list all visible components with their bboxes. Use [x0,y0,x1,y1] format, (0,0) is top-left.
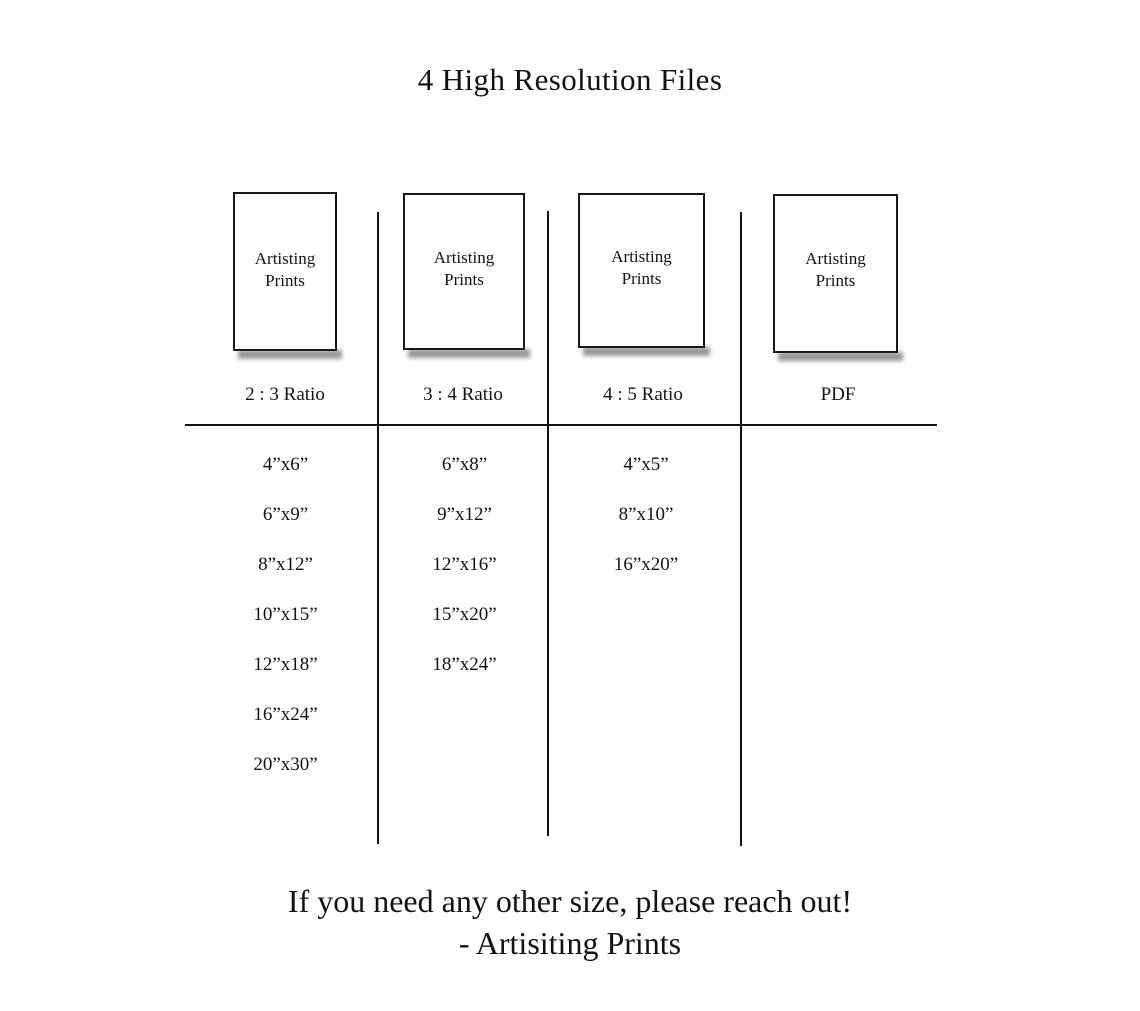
size-list-item: 20”x30” [253,754,318,775]
card-brand-line-1: Artisting [611,247,672,266]
card-brand-line-1: Artisting [805,249,866,268]
card-brand-label: Artisting Prints [775,248,896,293]
size-list-ratio-4-5: 4”x5” 8”x10” 16”x20” [556,440,736,590]
page-title: 4 High Resolution Files [417,62,723,97]
footer-line-1: If you need any other size, please reach… [287,883,853,919]
card-brand-line-2: Prints [815,271,856,291]
card-shadow-ratio-3-4 [408,349,530,358]
column-divider-3 [740,212,742,846]
size-list-item: 12”x16” [432,554,497,575]
size-list-item: 8”x12” [258,554,313,575]
size-list-item: 4”x5” [623,454,669,475]
card-brand-label: Artisting Prints [235,248,335,293]
column-header-ratio-2-3: 2 : 3 Ratio [245,384,325,405]
size-list-item: 18”x24” [432,654,497,675]
card-shadow-pdf [778,352,903,361]
size-list-item: 10”x15” [253,604,318,625]
column-divider-1 [377,212,379,844]
card-brand-line-2: Prints [444,270,484,290]
size-list-item: 9”x12” [437,504,492,525]
size-list-item: 15”x20” [432,604,497,625]
column-divider-2 [547,211,549,836]
size-list-item: 16”x24” [253,704,318,725]
card-brand-line-1: Artisting [254,249,316,268]
card-shadow-ratio-2-3 [238,350,342,359]
column-header-pdf: PDF [820,384,856,405]
preview-card-ratio-2-3[interactable]: Artisting Prints [233,192,337,351]
header-divider-horizontal [185,424,937,426]
card-brand-line-2: Prints [621,269,662,289]
size-list-item: 12”x18” [253,654,318,675]
size-list-item: 8”x10” [618,504,674,525]
preview-card-pdf[interactable]: Artisting Prints [773,194,898,353]
size-list-ratio-2-3: 4”x6” 6”x9” 8”x12” 10”x15” 12”x18” 16”x24” 20”… [198,440,373,790]
card-brand-line-1: Artisting [433,248,495,267]
size-list-item: 6”x8” [441,454,488,475]
card-shadow-ratio-4-5 [583,347,710,356]
size-list-item: 6”x9” [262,504,309,525]
size-list-ratio-3-4: 6”x8” 9”x12” 12”x16” 15”x20” 18”x24” [382,440,547,690]
footer-signature: - Artisiting Prints [458,925,682,961]
card-brand-label: Artisting Prints [405,247,523,292]
size-list-item: 4”x6” [262,454,309,475]
preview-card-ratio-4-5[interactable]: Artisting Prints [578,193,705,348]
column-header-ratio-4-5: 4 : 5 Ratio [603,384,683,405]
card-brand-label: Artisting Prints [580,246,703,291]
size-list-item: 16”x20” [613,554,679,575]
card-brand-line-2: Prints [265,271,305,291]
preview-card-ratio-3-4[interactable]: Artisting Prints [403,193,525,350]
footer-note: If you need any other size, please reach… [0,880,1140,964]
column-header-ratio-3-4: 3 : 4 Ratio [423,384,503,405]
